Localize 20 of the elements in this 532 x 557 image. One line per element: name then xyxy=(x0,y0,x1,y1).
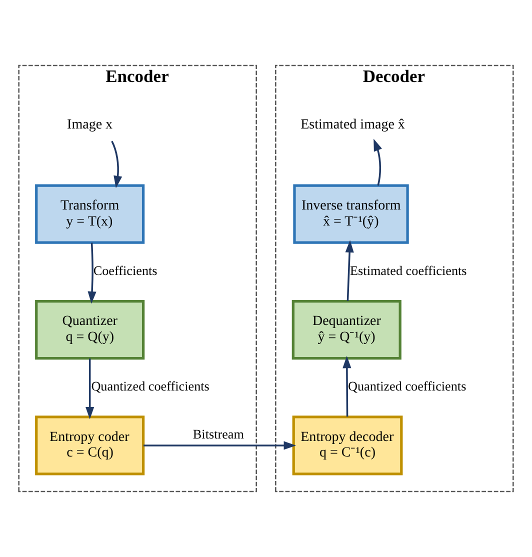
arrow xyxy=(374,138,382,186)
arrow xyxy=(144,441,296,450)
edge-label: Bitstream xyxy=(192,426,244,442)
edge-label: Coefficients xyxy=(93,262,158,278)
arrow xyxy=(88,242,96,304)
node-box: Transform y = T(x) xyxy=(35,184,145,244)
node-box: Inverse transform x̂ = T⁻¹(ŷ) xyxy=(293,184,409,244)
arrow xyxy=(345,240,354,301)
node-box: Entropy coder c = C(q) xyxy=(35,416,145,476)
node-text: Image x xyxy=(67,117,113,132)
node-box: Entropy decoder q = C⁻¹(c) xyxy=(292,416,403,476)
arrow xyxy=(86,358,94,420)
arrow xyxy=(111,140,122,188)
edge-label: Quantized coefficients xyxy=(91,378,210,394)
edge-label: Quantized coefficients xyxy=(348,378,466,394)
node-text: Estimated image x̂ xyxy=(300,117,405,132)
arrow xyxy=(342,356,352,417)
edge-label: Estimated coefficients xyxy=(350,262,467,278)
node-box: Dequantizer ŷ = Q⁻¹(y) xyxy=(292,300,402,360)
node-box: Quantizer q = Q(y) xyxy=(35,300,145,360)
